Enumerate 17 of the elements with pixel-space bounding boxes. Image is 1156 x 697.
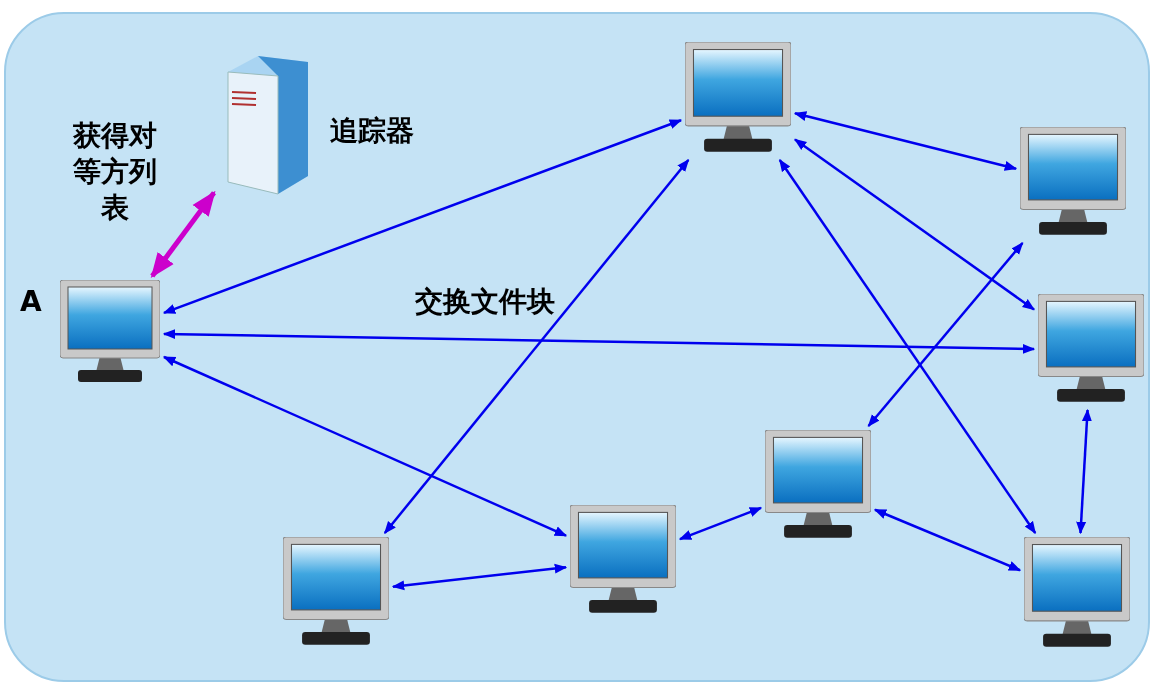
edge-label: 交换文件块 bbox=[414, 284, 556, 320]
double-arrow bbox=[678, 506, 763, 541]
double-arrow bbox=[867, 242, 1024, 427]
double-arrow bbox=[162, 355, 568, 537]
double-arrow bbox=[383, 159, 690, 534]
double-arrow bbox=[391, 563, 568, 591]
double-arrow bbox=[794, 138, 1035, 311]
double-arrow bbox=[793, 111, 1018, 171]
edge-label: 获得对等方列表 bbox=[72, 118, 158, 226]
double-arrow bbox=[873, 508, 1022, 572]
node-label: A bbox=[20, 285, 42, 318]
double-arrow bbox=[150, 190, 216, 278]
node-label: 追踪器 bbox=[330, 113, 414, 149]
double-arrow bbox=[162, 119, 683, 315]
double-arrow bbox=[162, 329, 1036, 354]
double-arrow bbox=[1076, 408, 1092, 535]
double-arrow bbox=[778, 158, 1037, 535]
